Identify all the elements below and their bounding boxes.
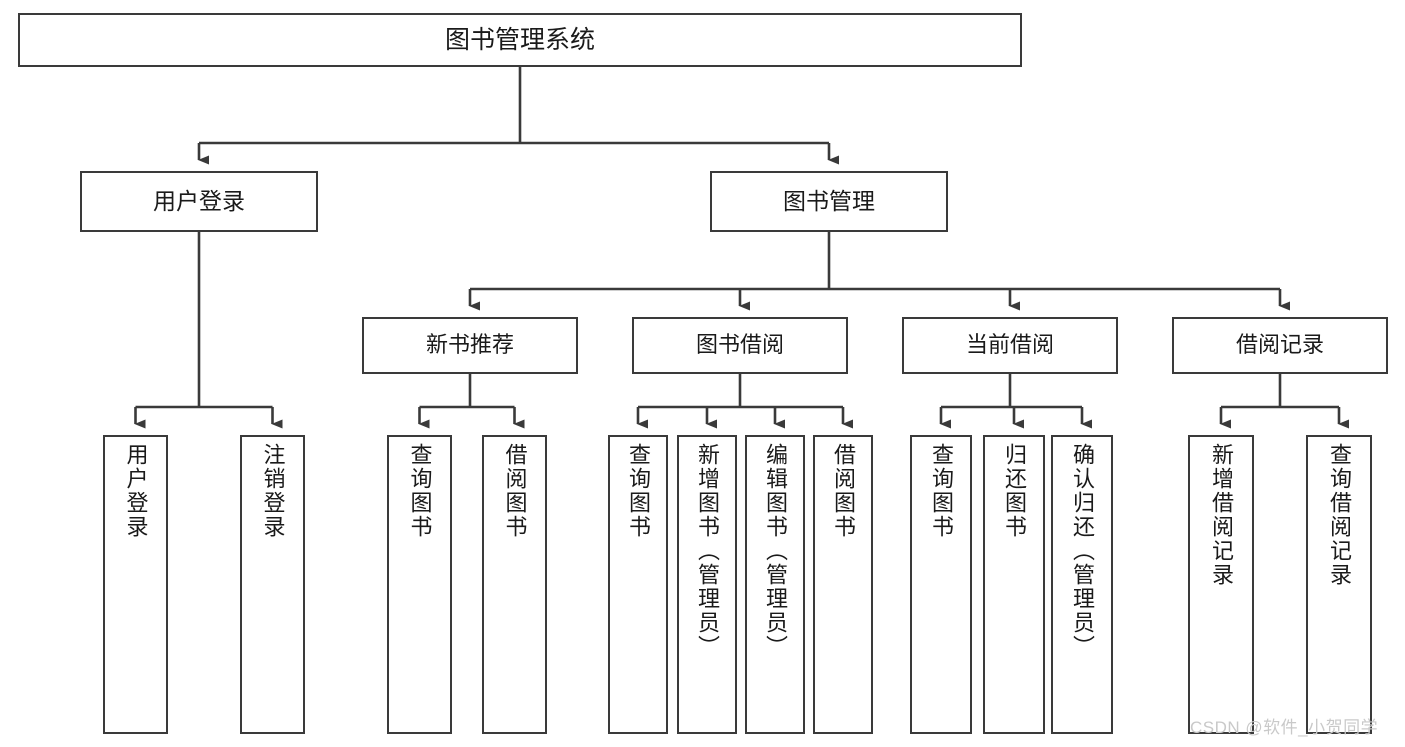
node-label: 查询图书 xyxy=(626,443,651,539)
node-leaf-query-book-2[interactable]: 查询图书 xyxy=(608,435,668,734)
node-root[interactable]: 图书管理系统 xyxy=(18,13,1022,67)
node-label: 新增借阅记录 xyxy=(1209,443,1234,587)
node-label: 图书借阅 xyxy=(695,332,784,358)
node-label: 归还图书 xyxy=(1002,443,1027,539)
node-label: 查询图书 xyxy=(929,443,954,539)
node-label: 查询借阅记录 xyxy=(1327,443,1352,587)
node-label: 查询图书 xyxy=(407,443,433,539)
node-label: 用户登录 xyxy=(123,443,149,539)
node-label: 图书管理 xyxy=(783,187,875,214)
node-leaf-logout[interactable]: 注销登录 xyxy=(240,435,305,734)
node-records[interactable]: 借阅记录 xyxy=(1172,317,1388,374)
node-label: 注销登录 xyxy=(260,443,286,539)
node-leaf-confirm-return[interactable]: 确认归还（管理员） xyxy=(1051,435,1113,734)
node-leaf-add-record[interactable]: 新增借阅记录 xyxy=(1188,435,1254,734)
node-bookmgmt[interactable]: 图书管理 xyxy=(710,171,948,232)
csdn-watermark: CSDN @软件_小贺同学 xyxy=(1190,718,1379,737)
node-leaf-user-login[interactable]: 用户登录 xyxy=(103,435,168,734)
node-leaf-return-book[interactable]: 归还图书 xyxy=(983,435,1045,734)
node-label: 新书推荐 xyxy=(425,332,514,358)
node-leaf-query-book-3[interactable]: 查询图书 xyxy=(910,435,972,734)
node-leaf-edit-book[interactable]: 编辑图书（管理员） xyxy=(745,435,805,734)
node-label: 借阅图书 xyxy=(831,443,856,539)
node-label: 图书管理系统 xyxy=(444,26,595,54)
node-login[interactable]: 用户登录 xyxy=(80,171,318,232)
node-label: 借阅图书 xyxy=(502,443,528,539)
node-leaf-add-book[interactable]: 新增图书（管理员） xyxy=(677,435,737,734)
node-leaf-borrow-book-1[interactable]: 借阅图书 xyxy=(482,435,547,734)
node-label: 用户登录 xyxy=(153,187,245,214)
node-leaf-query-book-1[interactable]: 查询图书 xyxy=(387,435,452,734)
node-newbook[interactable]: 新书推荐 xyxy=(362,317,578,374)
node-current[interactable]: 当前借阅 xyxy=(902,317,1118,374)
node-label: 确认归还（管理员） xyxy=(1070,443,1095,659)
node-borrow[interactable]: 图书借阅 xyxy=(632,317,848,374)
node-label: 借阅记录 xyxy=(1235,332,1324,358)
node-leaf-query-record[interactable]: 查询借阅记录 xyxy=(1306,435,1372,734)
node-label: 新增图书（管理员） xyxy=(695,443,720,659)
node-label: 当前借阅 xyxy=(965,332,1054,358)
node-label: 编辑图书（管理员） xyxy=(763,443,788,659)
node-leaf-borrow-book-2[interactable]: 借阅图书 xyxy=(813,435,873,734)
